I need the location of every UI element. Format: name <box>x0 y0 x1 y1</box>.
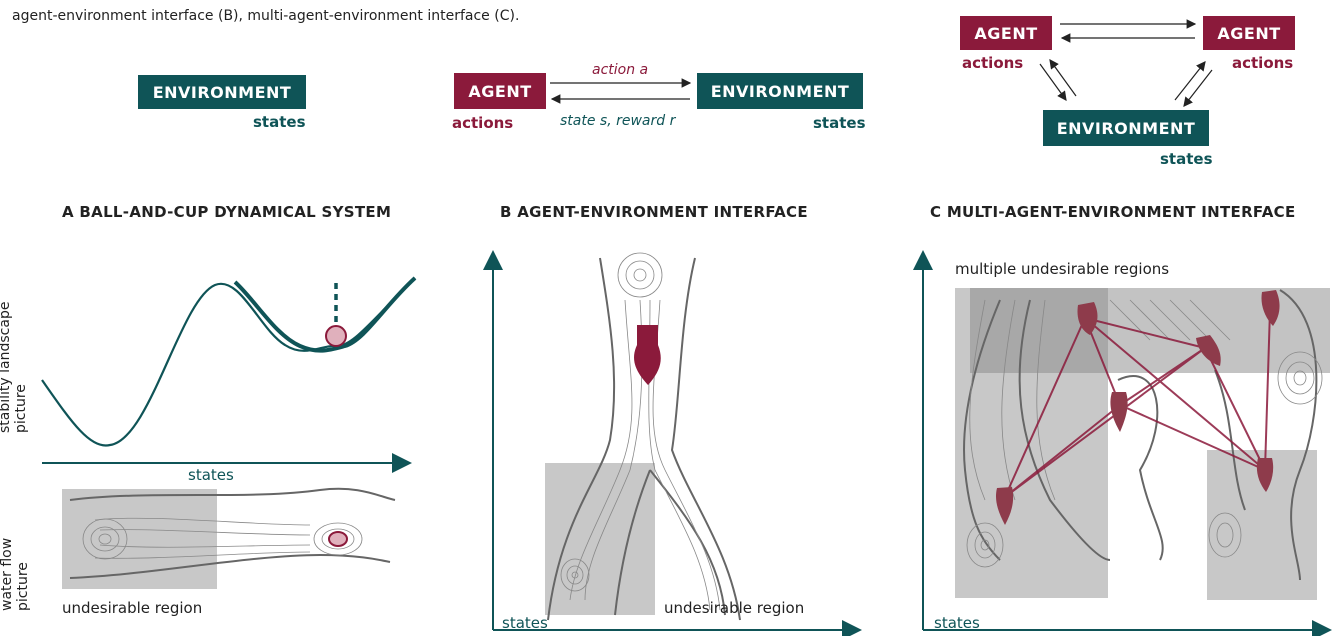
panel-a-title: A BALL-AND-CUP DYNAMICAL SYSTEM <box>62 203 392 221</box>
undesirable-regions-c <box>955 288 1330 600</box>
undesirable-region-label-a: undesirable region <box>62 599 203 617</box>
agent-box-c-right: AGENT <box>1203 16 1295 50</box>
multi-agent-arrows-c <box>1039 19 1213 107</box>
state-reward-label: state s, reward r <box>560 113 676 129</box>
y-label-stability: stability landscape picture <box>0 301 29 433</box>
figure-caption: agent-environment interface (B), multi-a… <box>12 8 520 24</box>
panel-b-title: B AGENT-ENVIRONMENT INTERFACE <box>500 203 808 221</box>
actions-label-b: actions <box>452 114 514 132</box>
y-label-water-flow: water flow picture <box>0 537 31 611</box>
states-axis-label-b: states <box>502 614 548 632</box>
agent-drops-c <box>995 290 1280 525</box>
actions-label-c-right: actions <box>1232 54 1294 72</box>
action-a-label: action a <box>592 62 649 78</box>
stability-landscape <box>41 276 417 447</box>
environment-box-c-label: ENVIRONMENT <box>1056 118 1196 138</box>
agent-box-c-left: AGENT <box>960 16 1052 50</box>
flow-lines-b <box>547 257 741 621</box>
water-flow-picture <box>62 487 396 589</box>
states-label-a: states <box>253 113 306 131</box>
environment-box-b-label: ENVIRONMENT <box>710 81 850 101</box>
undesirable-regions-label-c: multiple undesirable regions <box>955 260 1170 278</box>
states-label-b: states <box>813 114 866 132</box>
panel-c-title: C MULTI-AGENT-ENVIRONMENT INTERFACE <box>930 203 1296 221</box>
undesirable-region-label-b: undesirable region <box>664 599 805 617</box>
flow-lines-c <box>963 289 1318 581</box>
environment-box-a-label: ENVIRONMENT <box>152 82 292 102</box>
environment-box-b: ENVIRONMENT <box>697 73 863 109</box>
agent-box-b: AGENT <box>454 73 546 109</box>
panel-b-axes <box>483 250 862 636</box>
agent-box-c-right-label: AGENT <box>1217 23 1281 43</box>
states-label-c: states <box>1160 150 1213 168</box>
environment-box-c: ENVIRONMENT <box>1043 110 1209 146</box>
flow-streams-c <box>966 299 1323 568</box>
states-axis-label-a: states <box>188 466 234 484</box>
states-axis-label-c: states <box>934 614 980 632</box>
environment-box-a: ENVIRONMENT <box>138 75 306 109</box>
agent-box-c-left-label: AGENT <box>974 23 1038 43</box>
agent-drop-b <box>634 325 661 385</box>
agent-box-b-label: AGENT <box>468 81 532 101</box>
agent-env-arrows-b <box>550 78 692 104</box>
panel-c-axes <box>913 250 1332 636</box>
actions-label-c-left: actions <box>962 54 1024 72</box>
